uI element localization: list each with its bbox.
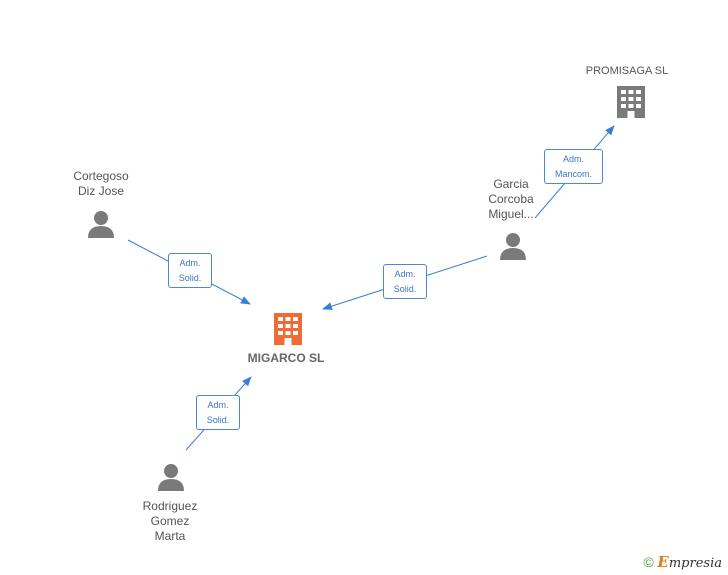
edge-badge-line2: Mancom. [554, 169, 592, 179]
garcia-label-line1: Garcia [493, 177, 529, 191]
promisaga-building-icon[interactable] [617, 86, 645, 118]
cortegoso-label[interactable]: Cortegoso Diz Jose [51, 169, 151, 199]
cortegoso-person-icon[interactable] [88, 211, 114, 238]
edge-badge-line2: Solid. [206, 415, 230, 425]
rodriguez-label[interactable]: Rodriguez Gomez Marta [120, 499, 220, 544]
edge-badge-garcia-migarco[interactable]: Adm. Solid. [383, 264, 427, 299]
promisaga-label[interactable]: PROMISAGA SL [585, 65, 669, 77]
edge-badge-rodriguez-migarco[interactable]: Adm. Solid. [196, 395, 240, 430]
edge-badge-line2: Solid. [178, 273, 202, 283]
garcia-label[interactable]: Garcia Corcoba Miguel... [461, 177, 561, 222]
brand-rest: mpresia [668, 556, 722, 571]
edge-badge-line1: Adm. [207, 400, 229, 410]
main-company-label[interactable]: MIGARCO SL [247, 351, 325, 365]
garcia-label-line2: Corcoba [488, 192, 534, 206]
empresia-logo[interactable]: © Empresia [643, 553, 722, 571]
edge-badge-cortegoso-migarco[interactable]: Adm. Solid. [168, 253, 212, 288]
edge-badge-line1: Adm. [179, 258, 201, 268]
copyright-symbol: © [643, 554, 654, 570]
cortegoso-label-line2: Diz Jose [77, 184, 124, 198]
edge-badge-line1: Adm. [562, 154, 584, 164]
brand-e: E [657, 553, 669, 571]
cortegoso-label-line1: Cortegoso [73, 169, 129, 183]
edge-badge-line2: Solid. [393, 284, 417, 294]
edge-badge-line1: Adm. [394, 269, 416, 279]
edge-badge-garcia-promisaga[interactable]: Adm. Mancom. [544, 149, 603, 184]
rodriguez-label-line3: Marta [154, 529, 186, 543]
rodriguez-label-line1: Rodriguez [142, 499, 198, 513]
rodriguez-person-icon[interactable] [158, 464, 184, 491]
rodriguez-label-line2: Gomez [150, 514, 190, 528]
garcia-person-icon[interactable] [500, 233, 526, 260]
main-company-building-icon[interactable] [274, 313, 302, 345]
garcia-label-line3: Miguel... [488, 207, 534, 221]
